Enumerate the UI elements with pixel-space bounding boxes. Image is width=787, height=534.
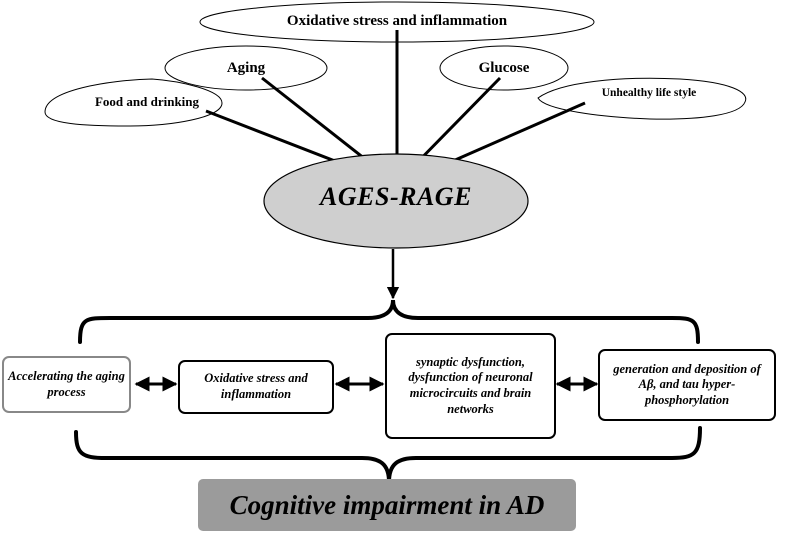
effect-accelerating-label: Accelerating the aging process	[8, 368, 125, 399]
center-label: AGES-RAGE	[320, 182, 472, 211]
effect-oxidative-box: Oxidative stress and inflammation	[178, 360, 334, 414]
effect-synaptic-label: synaptic dysfunction, dysfunction of neu…	[408, 354, 533, 416]
outcome-box: Cognitive impairment in AD	[198, 479, 576, 531]
effect-generation-box: generation and deposition of Aβ, and tau…	[598, 349, 776, 421]
outcome-label: Cognitive impairment in AD	[229, 489, 545, 520]
factor-food-label: Food and drinking	[94, 94, 200, 109]
factor-glucose-ellipse	[439, 45, 569, 91]
top-brace	[78, 299, 700, 344]
factor-aging-ellipse	[164, 45, 328, 91]
factor-oxidative-label: Oxidative stress and inflammation	[286, 13, 508, 29]
center-ellipse	[263, 153, 529, 249]
factor-lifestyle-ellipse	[537, 77, 747, 120]
effect-generation-label: generation and deposition of Aβ, and tau…	[613, 361, 761, 407]
effect-oxidative-label: Oxidative stress and inflammation	[204, 371, 308, 401]
factor-aging-label: Aging	[226, 60, 266, 76]
factor-glucose-label: Glucose	[478, 60, 530, 76]
effect-accelerating-box: Accelerating the aging process	[2, 356, 131, 413]
factor-lifestyle-label: Unhealthy life style	[601, 87, 697, 99]
effect-synaptic-box: synaptic dysfunction, dysfunction of neu…	[385, 333, 556, 439]
factor-food-ellipse	[44, 78, 223, 127]
